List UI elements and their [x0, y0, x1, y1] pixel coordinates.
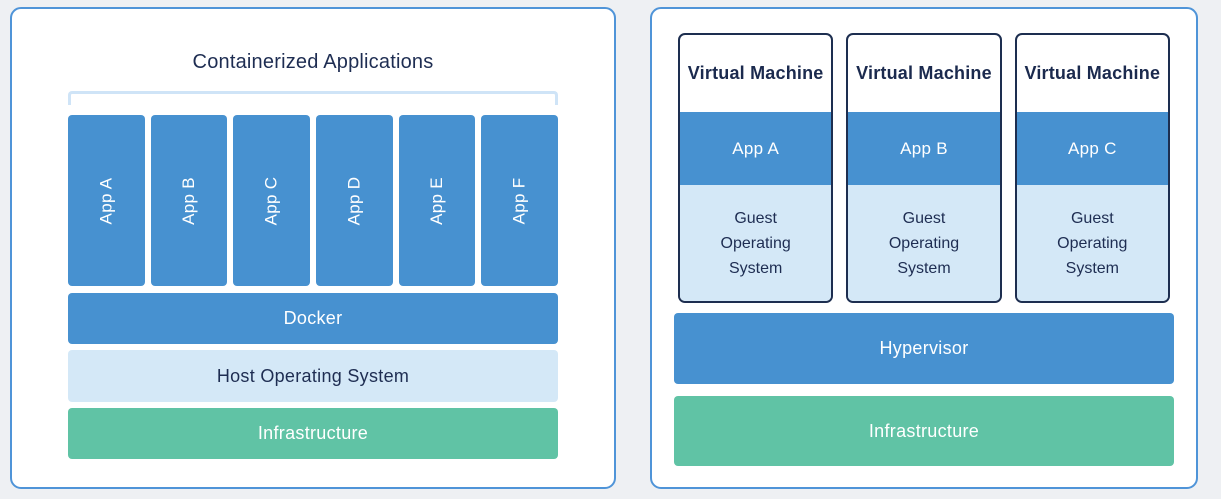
containerized-applications-panel: Containerized Applications App A App B A… — [10, 7, 616, 489]
apps-group-bracket — [68, 91, 558, 105]
vm-3-app: App C — [1016, 112, 1168, 185]
vm-box-1: Virtual Machine App A Guest Operating Sy… — [678, 33, 834, 303]
virtual-machines-panel: Virtual Machine App A Guest Operating Sy… — [650, 7, 1198, 489]
vm-2-title: Virtual Machine — [856, 63, 992, 83]
vm-2-app: App B — [848, 112, 1000, 185]
container-app-a: App A — [68, 115, 145, 286]
vm-1-guest-os-label: Guest Operating System — [720, 209, 791, 277]
container-apps-row: App A App B App C App D App E App F — [68, 115, 559, 286]
vm-1-title: Virtual Machine — [687, 63, 824, 83]
containers-panel-title: Containerized Applications — [192, 51, 434, 73]
vm-3-title: Virtual Machine — [1024, 63, 1161, 83]
container-app-a-label: App A — [96, 177, 116, 224]
vm-3-guest-os-label: Guest Operating System — [1057, 209, 1128, 277]
infrastructure-layer-left: Infrastructure — [68, 408, 558, 459]
container-app-c: App C — [233, 115, 311, 286]
hypervisor-layer: Hypervisor — [674, 313, 1174, 384]
vm-2-guest-os: Guest Operating System — [848, 185, 1000, 301]
container-app-e: App E — [398, 115, 476, 286]
vm-3-guest-os: Guest Operating System — [1016, 185, 1168, 301]
container-app-b: App B — [150, 115, 228, 286]
container-app-e-label: App E — [427, 176, 447, 225]
container-app-b-label: App B — [179, 176, 198, 225]
infrastructure-layer-right: Infrastructure — [674, 396, 1174, 466]
vm-1-app: App A — [680, 112, 832, 185]
vm-2-guest-os-label: Guest Operating System — [888, 209, 960, 277]
vm-box-2: Virtual Machine App B Guest Operating Sy… — [846, 33, 1002, 303]
container-app-d-label: App D — [344, 176, 364, 225]
container-app-f-label: App F — [509, 177, 529, 224]
host-operating-system-layer: Host Operating System — [68, 350, 558, 402]
container-app-d: App D — [316, 115, 393, 286]
vm-row: Virtual Machine App A Guest Operating Sy… — [678, 33, 1170, 303]
vm-1-guest-os: Guest Operating System — [680, 185, 832, 301]
container-app-f: App F — [481, 115, 559, 286]
container-app-c-label: App C — [261, 176, 281, 225]
vm-box-3: Virtual Machine App C Guest Operating Sy… — [1014, 33, 1170, 303]
docker-layer: Docker — [68, 293, 558, 344]
